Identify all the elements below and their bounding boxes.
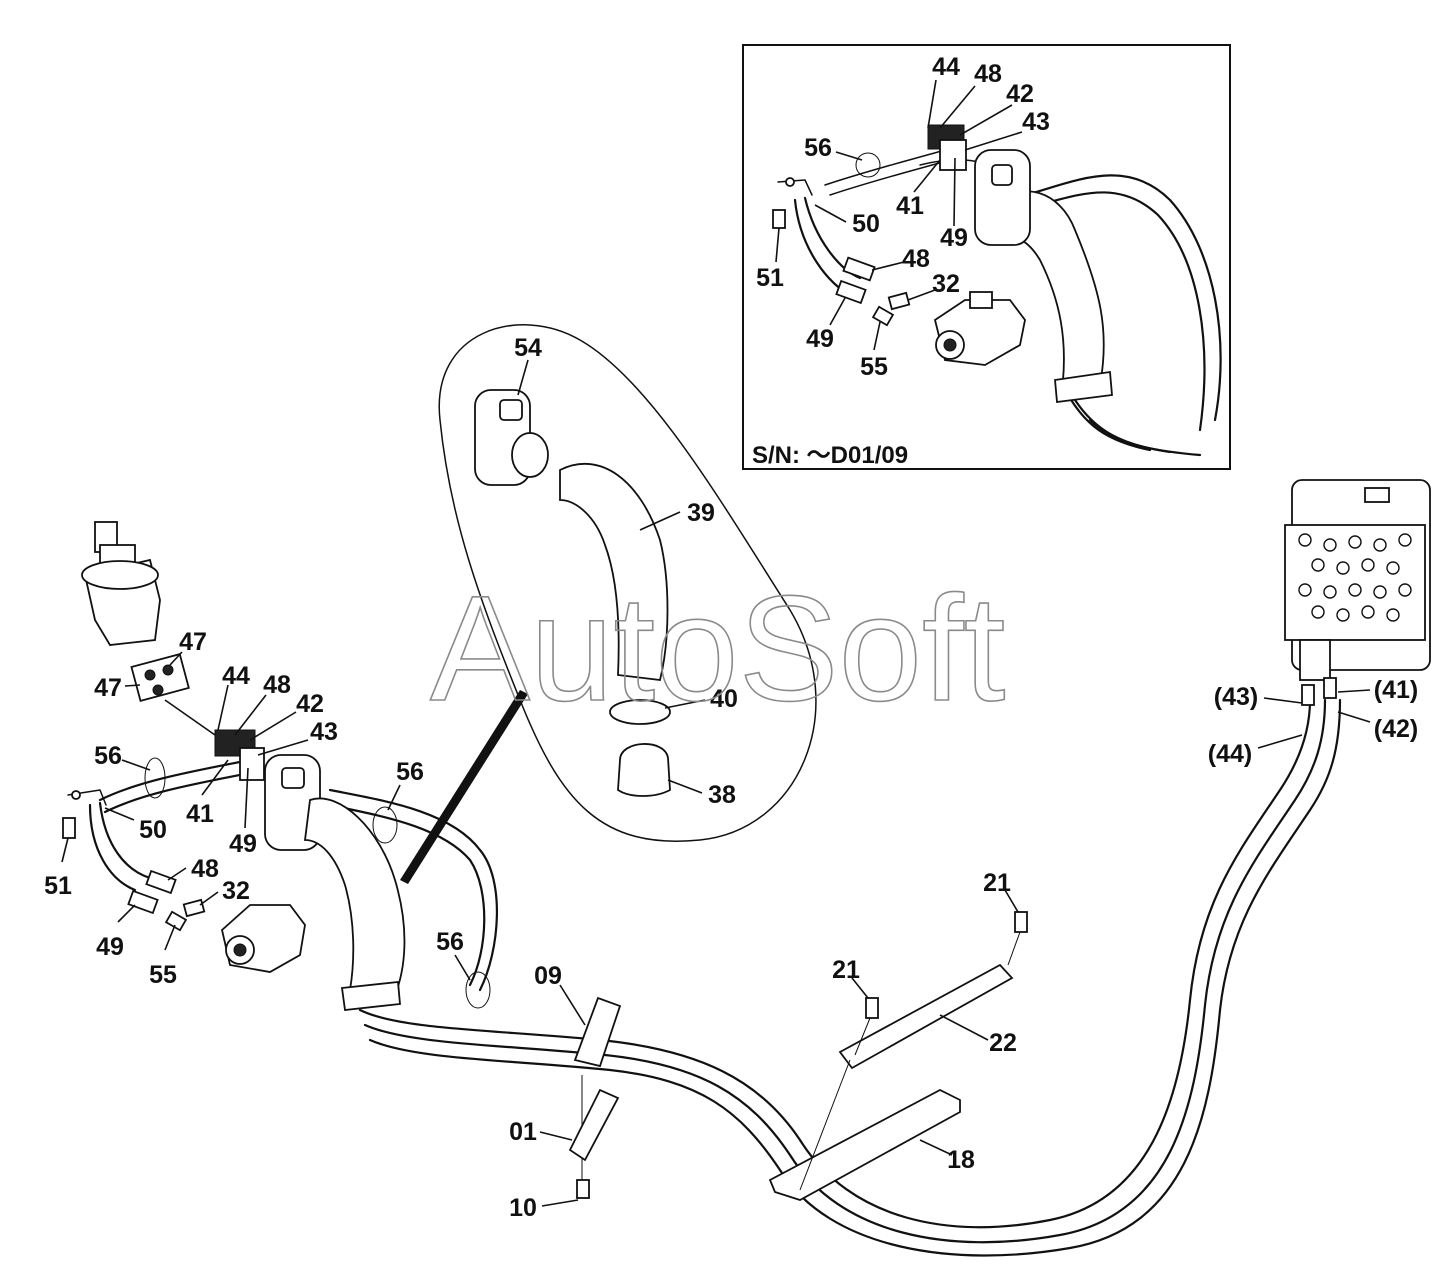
callout-09: 09 [534,962,562,990]
callout-22: 22 [989,1029,1017,1057]
callout-51: 51 [44,872,72,900]
callout-48: 48 [191,855,219,883]
hydraulic-motor [81,521,190,702]
callout-39: 39 [687,499,715,527]
callout-50: 50 [139,816,167,844]
hose-39 [559,462,669,681]
clamp-and-bracket [568,996,622,1199]
main-callouts: 47 47 44 48 42 43 56 56 56 50 41 49 51 4… [44,628,1418,1222]
callout-43: 43 [310,718,338,746]
callout-44-paren: (44) [1208,740,1252,768]
main-hose-bundle [98,698,1342,1257]
clamp-40 [609,699,671,725]
callout-49: 49 [806,325,834,353]
inset-leaders [775,79,1023,351]
callout-32: 32 [222,877,250,905]
callout-49: 49 [940,224,968,252]
callout-56: 56 [396,758,424,786]
callout-41: 41 [186,800,214,828]
callout-55: 55 [860,353,888,381]
callout-49: 49 [229,830,257,858]
cap-38 [617,743,671,797]
callout-47: 47 [179,628,207,656]
main-leaders [61,651,1371,1207]
support-brackets [768,911,1028,1201]
callout-21: 21 [983,869,1011,897]
callout-40: 40 [710,685,738,713]
callout-49: 49 [96,933,124,961]
callout-41-paren: (41) [1374,676,1418,704]
callout-21: 21 [832,956,860,984]
callout-42-paren: (42) [1374,715,1418,743]
callout-56: 56 [804,134,832,162]
detail-callout-oval: 54 39 40 38 [400,324,817,884]
callout-48: 48 [263,671,291,699]
callout-42: 42 [296,690,324,718]
callout-51: 51 [756,264,784,292]
callout-43: 43 [1022,108,1050,136]
callout-55: 55 [149,961,177,989]
callout-56: 56 [436,928,464,956]
callout-32: 32 [932,270,960,298]
callout-01: 01 [509,1118,537,1146]
callout-43-paren: (43) [1214,683,1258,711]
main-elbow-tube [264,754,406,1011]
inset-panel: 44 48 42 43 56 50 41 49 51 48 32 49 55 S… [742,44,1231,470]
serial-number-note: S/N: ～D01/09 [752,442,908,469]
callout-38: 38 [708,781,736,809]
main-fittings [62,729,491,1009]
inset-elbow-tube [974,149,1113,404]
callout-56: 56 [94,742,122,770]
callout-10: 10 [509,1194,537,1222]
callout-48: 48 [974,60,1002,88]
callout-50: 50 [852,210,880,238]
callout-54: 54 [514,334,542,362]
watermark-text: AutoSoft [430,564,1005,732]
inset-callouts: 44 48 42 43 56 50 41 49 51 48 32 49 55 S… [752,53,1050,469]
callout-47: 47 [94,674,122,702]
callout-44: 44 [222,662,250,690]
callout-44: 44 [932,53,960,81]
inset-fittings [772,124,1026,366]
callout-18: 18 [947,1146,975,1174]
callout-42: 42 [1006,80,1034,108]
callout-41: 41 [896,192,924,220]
control-valve-block [1284,479,1431,706]
callout-48: 48 [902,245,930,273]
